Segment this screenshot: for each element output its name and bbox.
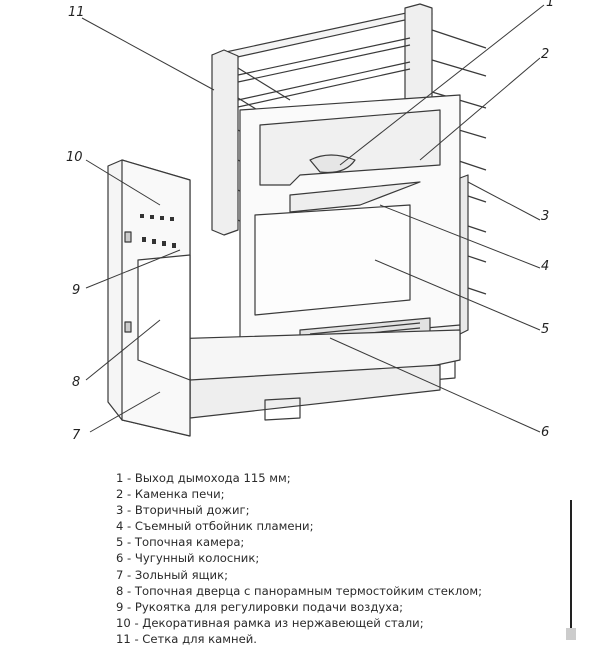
- callout-4: 4: [541, 259, 549, 274]
- callout-2: 2: [541, 47, 549, 62]
- callout-5: 5: [541, 322, 549, 337]
- legend-item-10: 10 - Декоративная рамка из нержавеющей с…: [116, 615, 424, 630]
- legend-item-2: 2 - Каменка печи;: [116, 487, 225, 502]
- callout-9: 9: [72, 283, 80, 298]
- leader-lines: [81, 4, 545, 433]
- edge-mark: [566, 628, 576, 640]
- stove-body: [229, 94, 469, 382]
- callout-6: 6: [541, 425, 549, 440]
- legend-item-7: 7 - Зольный ящик;: [116, 567, 228, 582]
- edge-divider: [570, 500, 572, 640]
- legend-item-1: 1 - Выход дымохода 115 мм;: [116, 471, 291, 485]
- legend-item-6: 6 - Чугунный колосник;: [116, 551, 260, 566]
- legend-item-8: 8 - Топочная дверца с панорамным термост…: [116, 583, 483, 598]
- callout-11: 11: [68, 5, 85, 20]
- legend-item-5: 5 - Топочная камера;: [116, 535, 245, 550]
- door-frame: [107, 159, 191, 437]
- callout-3: 3: [541, 209, 549, 224]
- legend-item-3: 3 - Вторичный дожиг;: [116, 503, 250, 518]
- callout-labels: 1 2 3 4 5 6 7 8 9 10 11: [66, 0, 554, 443]
- legend-list: 1 - Выход дымохода 115 мм; 2 - Каменка п…: [116, 470, 482, 647]
- legend-item-9: 9 - Рукоятка для регулировки подачи возд…: [116, 599, 404, 614]
- legend-item-11: 11 - Сетка для камней.: [116, 631, 257, 646]
- stove-cutaway-diagram: 1 2 3 4 5 6 7 8 9 10 11: [66, 0, 554, 443]
- callout-1: 1: [546, 0, 554, 10]
- ash-box: [134, 329, 461, 421]
- callout-7: 7: [72, 428, 81, 443]
- legend-item-4: 4 - Съемный отбойник пламени;: [116, 519, 314, 534]
- callout-10: 10: [66, 150, 83, 165]
- callout-8: 8: [72, 375, 80, 390]
